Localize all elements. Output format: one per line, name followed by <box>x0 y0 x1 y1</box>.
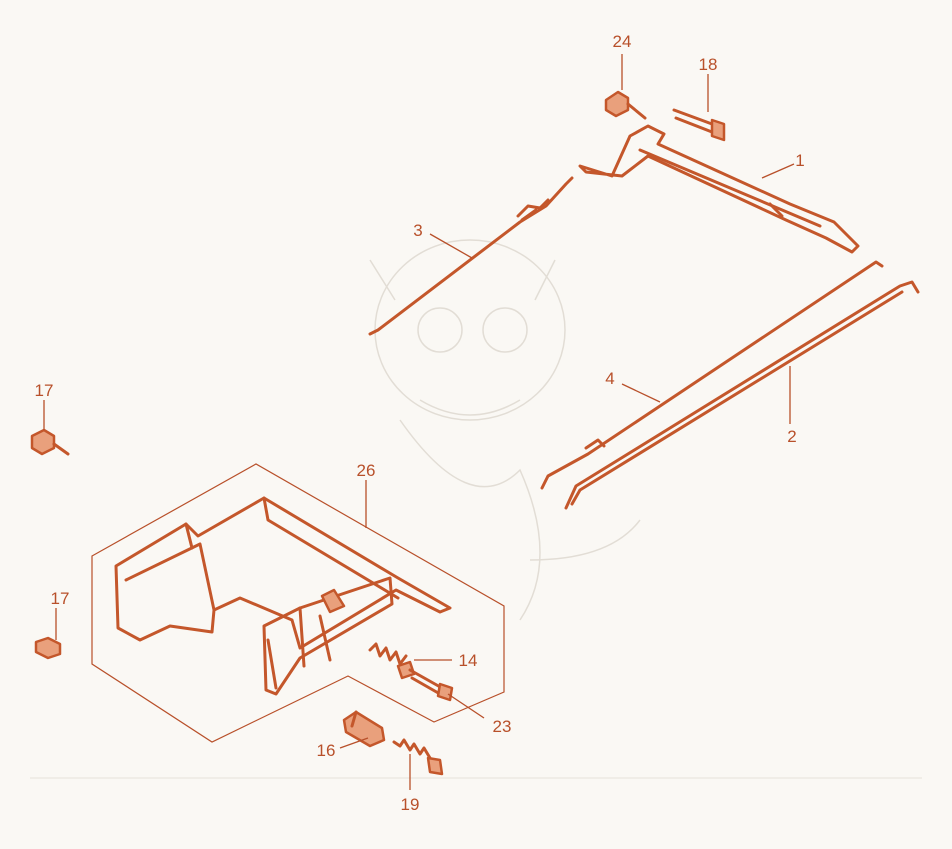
part-3-cable <box>368 176 574 336</box>
callout-24: 24 <box>613 32 632 51</box>
leader-16 <box>339 737 369 749</box>
leader-23 <box>447 693 485 719</box>
part-16-sleeve <box>339 710 386 749</box>
part-17-upper-fastener <box>30 400 70 456</box>
part-2-rod <box>564 280 920 510</box>
leader-4 <box>621 383 661 403</box>
callout-18: 18 <box>699 55 718 74</box>
callout-1: 1 <box>795 151 804 170</box>
callout-14: 14 <box>459 651 478 670</box>
part-19-bolt <box>392 738 444 790</box>
callout-2: 2 <box>787 427 796 446</box>
part-24-clip <box>604 54 647 120</box>
leader-3 <box>429 233 473 259</box>
part-26-housing-group <box>91 463 505 743</box>
part-4-cable <box>540 260 884 490</box>
part-17-lower-fastener <box>34 608 62 660</box>
callout-26: 26 <box>357 461 376 480</box>
part-18-bolt <box>672 74 726 142</box>
callout-17-upper: 17 <box>35 381 54 400</box>
watermark-mascot <box>369 239 641 621</box>
part-1-lever <box>578 124 860 254</box>
callout-23: 23 <box>493 717 512 736</box>
leader-1 <box>761 163 795 179</box>
callout-19: 19 <box>401 795 420 814</box>
callout-16: 16 <box>317 741 336 760</box>
callout-17-lower: 17 <box>51 589 70 608</box>
assembly-frame <box>91 463 505 743</box>
part-14-spring <box>368 642 452 666</box>
callout-3: 3 <box>413 221 422 240</box>
part-23-bolt <box>396 660 485 719</box>
callout-4: 4 <box>605 369 614 388</box>
